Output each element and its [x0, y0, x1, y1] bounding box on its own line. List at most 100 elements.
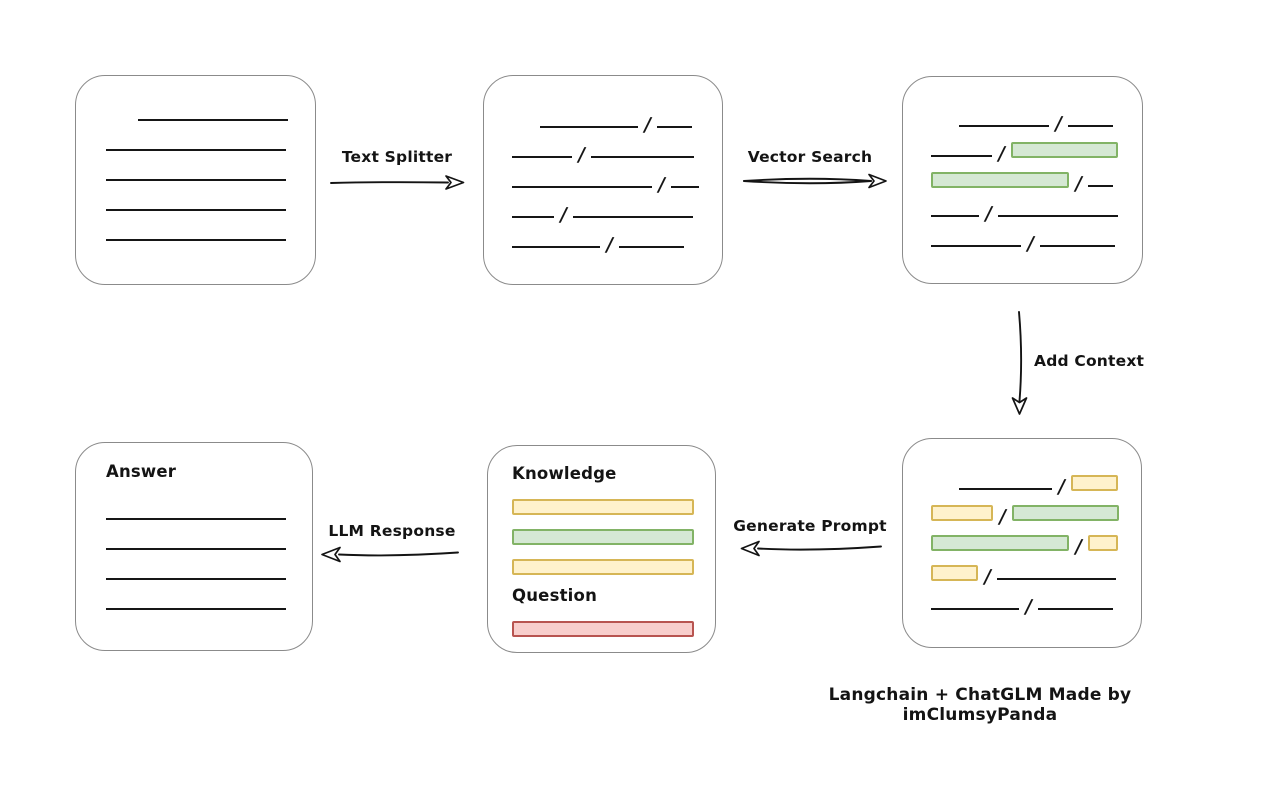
doc-row — [106, 182, 289, 212]
card-context-added: ///// — [902, 438, 1142, 648]
answer-label: Answer — [106, 462, 177, 481]
highlight-chip-yellow — [931, 505, 993, 521]
text-line — [959, 125, 1049, 127]
text-line — [997, 215, 1118, 217]
doc-row — [106, 521, 286, 551]
doc-row: / — [512, 189, 698, 226]
arrow-label-add-context: Add Context — [1034, 352, 1145, 370]
highlight-chip-yellow — [931, 565, 978, 581]
text-line — [106, 608, 286, 610]
doc-row: / — [931, 551, 1117, 588]
text-line — [138, 119, 288, 121]
highlight-chip-green — [1010, 142, 1118, 158]
arrow-text-splitter — [330, 175, 465, 190]
doc-row: / — [540, 99, 698, 136]
text-line — [1037, 608, 1113, 610]
arrow-generate-prompt — [740, 540, 882, 557]
doc-row: / — [931, 128, 1118, 165]
doc-row — [106, 491, 286, 521]
card-content — [76, 76, 315, 284]
text-line — [572, 216, 693, 218]
text-line — [106, 209, 286, 211]
text-line — [618, 246, 684, 248]
text-line — [540, 126, 638, 128]
highlight-chip-yellow — [1087, 535, 1118, 551]
arrow-vector-search — [743, 173, 887, 189]
doc-row: / — [931, 188, 1118, 225]
text-line — [106, 179, 286, 181]
text-line — [106, 239, 286, 241]
text-line — [656, 126, 692, 128]
highlight-chip-yellow — [512, 499, 694, 515]
doc-row — [512, 545, 694, 575]
card-source-document — [75, 75, 316, 285]
doc-row: / — [931, 158, 1118, 195]
text-line — [1039, 245, 1115, 247]
slash-separator: / — [1025, 233, 1036, 255]
highlight-chip-yellow — [1070, 475, 1118, 491]
doc-row — [512, 607, 694, 637]
card-split-text: ///// — [483, 75, 723, 285]
text-line — [931, 608, 1019, 610]
text-line — [106, 578, 286, 580]
doc-row — [106, 551, 286, 581]
slash-separator: / — [604, 234, 615, 256]
text-line — [512, 156, 572, 158]
doc-row: / — [959, 98, 1118, 135]
highlight-chip-green — [512, 529, 694, 545]
doc-row: / — [512, 129, 698, 166]
text-line — [1087, 185, 1113, 187]
arrow-label-text-splitter: Text Splitter — [341, 148, 453, 166]
doc-row: / — [512, 159, 699, 196]
doc-row — [138, 92, 289, 122]
highlight-chip-green — [931, 535, 1069, 551]
doc-row — [106, 152, 289, 182]
credit-caption: Langchain + ChatGLM Made by imClumsyPand… — [828, 685, 1132, 725]
knowledge-label: Knowledge — [512, 464, 617, 483]
card-answer: Answer — [75, 442, 313, 651]
highlight-chip-yellow — [512, 559, 694, 575]
card-content: ///// — [484, 76, 722, 284]
arrow-label-generate-prompt: Generate Prompt — [733, 517, 887, 535]
highlight-chip-green — [931, 172, 1069, 188]
card-content: ///// — [903, 439, 1141, 647]
text-line — [959, 488, 1052, 490]
doc-row: / — [931, 521, 1118, 558]
doc-row — [106, 122, 289, 152]
text-line — [590, 156, 694, 158]
card-vector-matched: ///// — [902, 76, 1143, 284]
text-line — [931, 215, 979, 217]
doc-row: / — [931, 491, 1119, 528]
text-line — [106, 149, 286, 151]
text-line — [670, 186, 699, 188]
doc-row: / — [512, 219, 698, 256]
text-line — [512, 246, 600, 248]
arrow-label-llm-response: LLM Response — [328, 522, 456, 540]
text-line — [512, 186, 652, 188]
arrow-label-vector-search: Vector Search — [747, 148, 873, 166]
highlight-chip-red — [512, 621, 694, 637]
doc-row: / — [931, 218, 1118, 255]
doc-row — [106, 212, 289, 242]
highlight-chip-green — [1011, 505, 1119, 521]
text-line — [931, 155, 992, 157]
text-line — [1067, 125, 1113, 127]
doc-row — [106, 581, 286, 611]
doc-row — [512, 515, 694, 545]
arrow-add-context — [1011, 311, 1028, 415]
text-line — [996, 578, 1116, 580]
text-line — [106, 548, 286, 550]
doc-row: / — [959, 461, 1118, 498]
text-line — [512, 216, 554, 218]
doc-row — [512, 485, 694, 515]
text-line — [931, 245, 1021, 247]
text-line — [106, 518, 286, 520]
arrow-llm-response — [321, 546, 459, 563]
question-label: Question — [512, 586, 598, 605]
card-content: Answer — [76, 443, 312, 650]
doc-row: / — [931, 581, 1117, 618]
slash-separator: / — [1023, 596, 1034, 618]
